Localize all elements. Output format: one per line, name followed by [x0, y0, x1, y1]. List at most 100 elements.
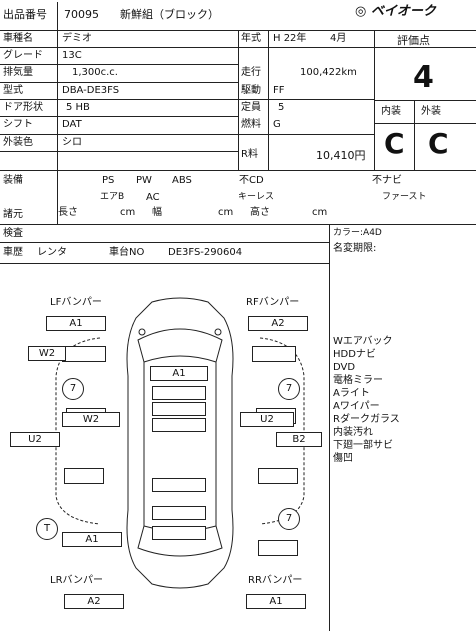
dims-width-label: 幅	[152, 207, 162, 218]
door: 5 HB	[66, 102, 90, 113]
panel-rear-bumper-top	[152, 526, 206, 540]
panel-rear-glass	[152, 506, 206, 520]
tax: 10,410円	[316, 149, 366, 162]
dims-height-label: 高さ	[250, 207, 270, 218]
car-left-side-diagram	[55, 337, 101, 525]
grade-label: グレード	[3, 50, 43, 61]
equip-navi: 不ナビ	[372, 175, 402, 186]
fuel-label: 燃料	[241, 119, 261, 130]
lr-bumper-grade: A2	[64, 594, 124, 609]
panel-right-rear-door	[258, 468, 298, 484]
panel-left-rear-door	[64, 468, 104, 484]
tire-left-front: 7	[62, 378, 84, 400]
note-item: 内装汚れ	[333, 427, 373, 438]
damage-a1-center: A1	[150, 366, 208, 381]
mileage: 100,422km	[300, 67, 357, 78]
equip-cd: 不CD	[239, 175, 264, 186]
panel-roof-front	[152, 386, 206, 400]
rf-bumper-label: RFバンパー	[246, 297, 300, 308]
drive-label: 駆動	[241, 85, 261, 96]
exterior-grade: C	[428, 127, 449, 160]
exterior-label: 外装	[421, 106, 441, 117]
car-top-view-diagram	[126, 297, 234, 589]
note-item: 電格ミラー	[333, 375, 383, 386]
inspection-label: 検査	[3, 228, 23, 239]
notes-list: Wエアバック HDDナビ DVD 電格ミラー Aライト Aワイパー Rダークガラ…	[333, 335, 473, 465]
damage-u2-left: U2	[10, 432, 60, 447]
note-item: DVD	[333, 362, 356, 373]
history-label: 車歴	[3, 247, 23, 258]
shift-label: シフト	[3, 119, 33, 130]
lot-label: 出品番号	[3, 8, 47, 21]
damage-b2-right: B2	[276, 432, 322, 447]
equip-ac1: エアB	[100, 192, 125, 202]
dims-label: 諸元	[3, 209, 23, 220]
tire-right-rear: 7	[278, 508, 300, 530]
fuel: G	[273, 119, 281, 130]
chassis-number: DE3FS-290604	[168, 247, 243, 258]
equip-abs: ABS	[172, 175, 192, 186]
rating-score: 4	[413, 60, 434, 95]
displacement: 1,300c.c.	[72, 67, 118, 78]
name-change: 名変期限:	[333, 243, 377, 254]
lf-bumper-grade: A1	[46, 316, 106, 331]
dims-width-unit: cm	[218, 207, 234, 218]
globe-icon: ◎	[355, 4, 367, 19]
month: 4月	[330, 33, 347, 44]
lot-number: 70095	[64, 8, 99, 21]
damage-u2-right: U2	[240, 412, 294, 427]
equip-keyless: キーレス	[238, 192, 275, 202]
category: 新鮮組（ブロック）	[120, 8, 219, 21]
car-name-label: 車種名	[3, 33, 33, 44]
color-label: 外装色	[3, 137, 33, 148]
damage-a1-bottom-left: A1	[62, 532, 122, 547]
drive: FF	[273, 85, 285, 96]
door-label: ドア形状	[3, 102, 43, 113]
equipment-label: 装備	[3, 175, 23, 186]
panel-right-quarter	[258, 540, 298, 556]
rr-bumper-grade: A1	[246, 594, 306, 609]
dims-height-unit: cm	[312, 207, 328, 218]
tire-right-front: 7	[278, 378, 300, 400]
note-item: 傷凹	[333, 453, 353, 464]
interior-grade: C	[384, 127, 405, 160]
color-code: カラー:A4D	[333, 228, 382, 238]
panel-right-front-fender	[252, 346, 296, 362]
tax-label: R料	[241, 149, 258, 160]
model: DBA-DE3FS	[62, 85, 120, 96]
dims-length-unit: cm	[120, 207, 136, 218]
interior-label: 内装	[381, 106, 401, 117]
capacity: 5	[278, 102, 285, 113]
chassis-label: 車台NO	[109, 247, 145, 258]
lf-bumper-label: LFバンパー	[50, 297, 102, 308]
capacity-label: 定員	[241, 102, 261, 113]
grade: 13C	[62, 50, 82, 61]
brand-logo: ◎ ベイオーク	[355, 4, 436, 19]
panel-trunk	[152, 478, 206, 492]
year: H 22年	[273, 33, 307, 44]
dims-length-label: 長さ	[58, 207, 78, 218]
model-label: 型式	[3, 85, 23, 96]
damage-w2-left-top: W2	[28, 346, 66, 361]
equip-ac2: AC	[146, 192, 160, 203]
note-item: Wエアバック	[333, 336, 393, 347]
mileage-label: 走行	[241, 67, 261, 78]
displacement-label: 排気量	[3, 67, 33, 78]
car-right-side-diagram	[259, 337, 305, 525]
shift: DAT	[62, 119, 82, 130]
note-item: 下廻一部サビ	[333, 440, 393, 451]
note-item: Rダークガラス	[333, 414, 400, 425]
history: レンタ	[37, 247, 67, 258]
rr-bumper-label: RRバンパー	[248, 575, 303, 586]
equip-pw: PW	[136, 175, 152, 186]
rating-label: 評価点	[397, 34, 430, 47]
note-item: Aワイパー	[333, 401, 380, 412]
year-label: 年式	[241, 33, 261, 44]
note-item: Aライト	[333, 388, 370, 399]
panel-roof-mid	[152, 402, 206, 416]
panel-left-front-fender	[62, 346, 106, 362]
equip-first: ファースト	[382, 192, 427, 202]
tire-left-rear-marker: T	[36, 518, 58, 540]
color: シロ	[62, 137, 82, 148]
